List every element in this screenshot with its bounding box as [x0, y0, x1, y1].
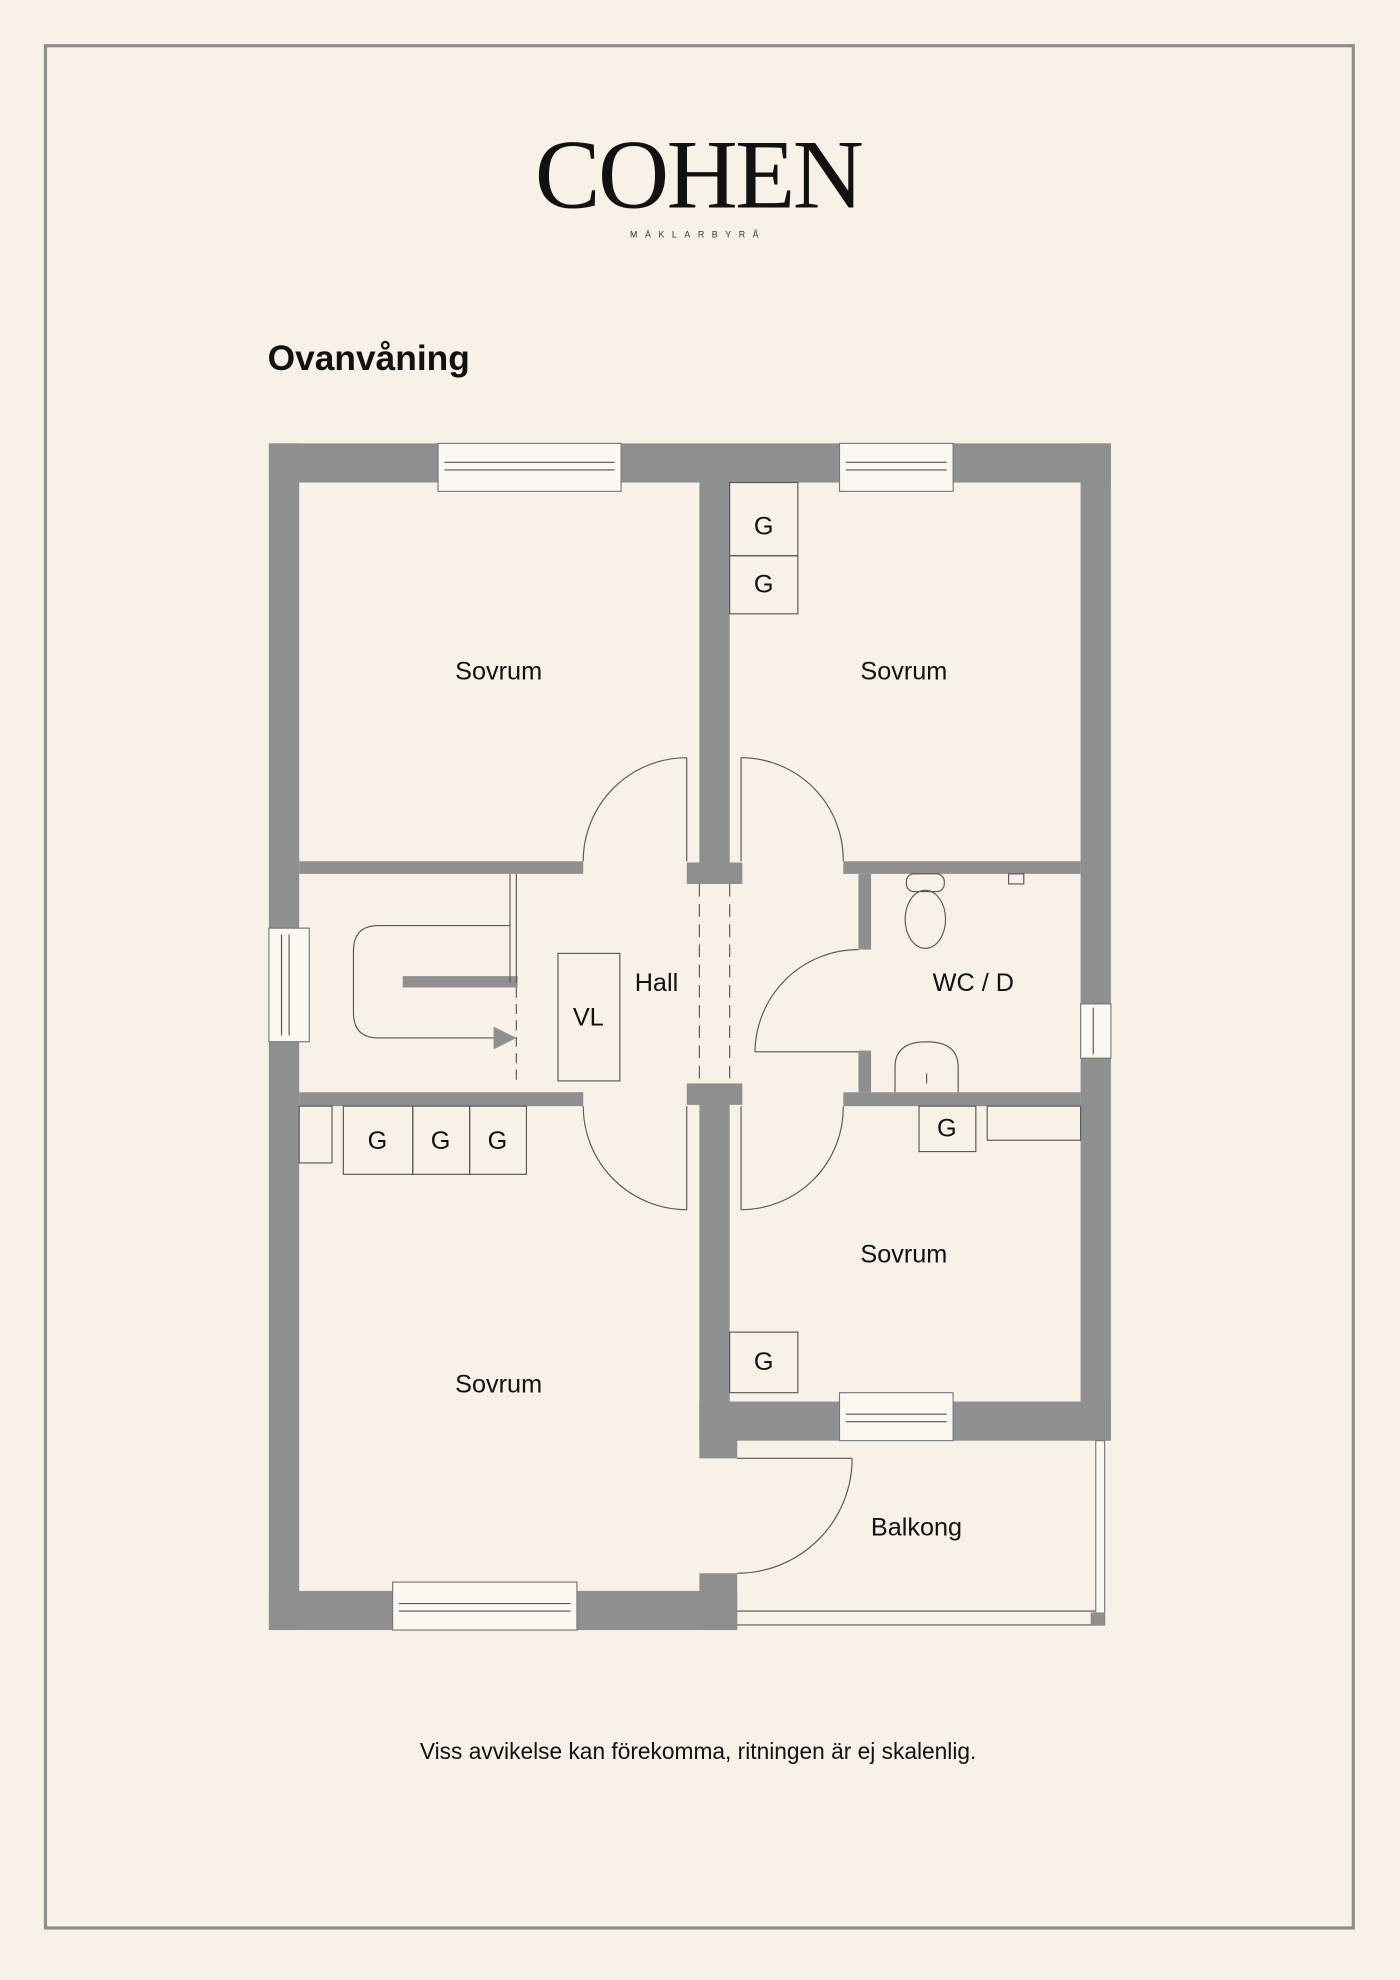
room-label: Balkong [871, 1513, 962, 1541]
walls [268, 443, 1111, 1631]
room-label: VL [573, 1003, 604, 1031]
page-title: Ovanvåning [268, 339, 470, 378]
balcony-railing [737, 1440, 1106, 1626]
room-label: Sovrum [455, 1371, 542, 1399]
staircase [352, 873, 517, 1086]
closet-label: G [488, 1127, 508, 1155]
room-label: Sovrum [455, 657, 542, 685]
doors [582, 757, 859, 1574]
closet-label: G [754, 570, 774, 598]
wc-fixtures [894, 873, 1025, 1093]
disclaimer: Viss avvikelse kan förekomma, ritningen … [420, 1738, 976, 1764]
brand-logo: COHEN MÄKLARBYRÅ [535, 120, 864, 240]
room-label: Sovrum [860, 657, 947, 685]
room-label: WC / D [933, 969, 1014, 997]
closets [298, 481, 1082, 1394]
windows [268, 442, 1112, 1631]
sink-icon [894, 1041, 959, 1093]
stair-arrow-icon [493, 1026, 517, 1050]
toilet-icon [904, 889, 947, 949]
tap-icon [1008, 873, 1025, 885]
logo-tagline: MÄKLARBYRÅ [630, 230, 766, 240]
room-label: Sovrum [860, 1241, 947, 1269]
closet-label: G [937, 1114, 957, 1142]
closet-label: G [368, 1127, 388, 1155]
room-labels: Sovrum Sovrum Sovrum Sovrum Hall WC / D … [368, 512, 1014, 1541]
page-frame [43, 44, 1355, 1930]
logo-text: COHEN [535, 120, 862, 229]
room-label: Hall [635, 969, 678, 997]
closet-label: G [754, 1348, 774, 1376]
vl-box [557, 952, 621, 1082]
closet-label: G [754, 512, 774, 540]
closet-label: G [431, 1127, 451, 1155]
